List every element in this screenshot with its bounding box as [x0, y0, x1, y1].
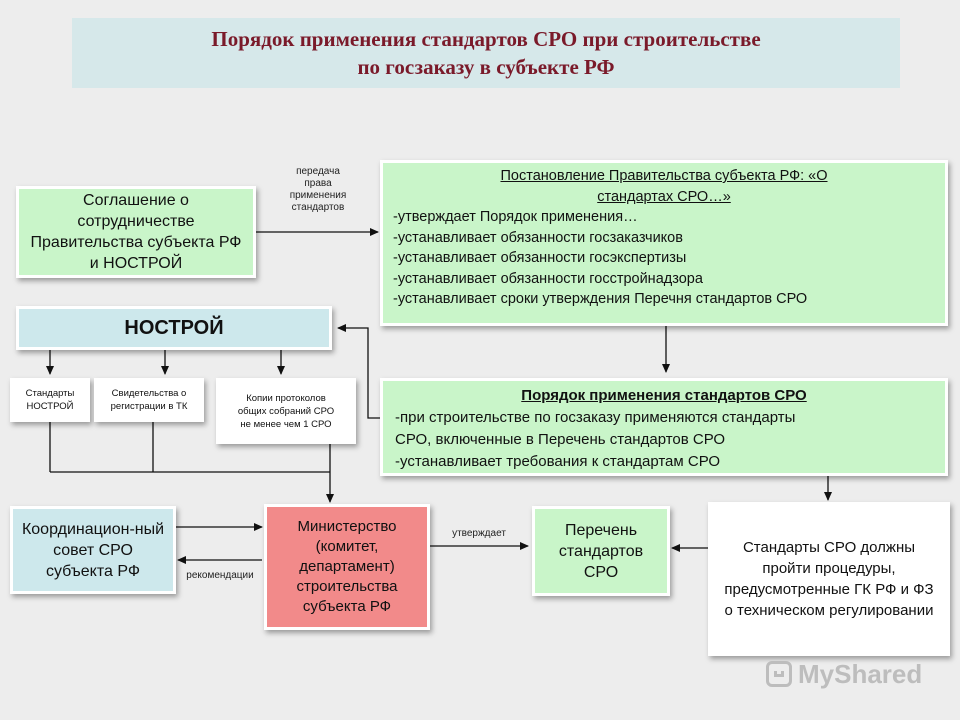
- resolution-item-1: -утверждает Порядок применения…: [393, 209, 638, 225]
- protocols-line-2: общих собраний СРО: [237, 405, 335, 417]
- certificates-line-1: Свидетельства о: [111, 388, 187, 399]
- procedures-required-box: Стандарты СРО должны пройти процедуры, п…: [708, 502, 950, 656]
- protocols-line-3: не менее чем 1 СРО: [240, 418, 332, 430]
- protocols-box: Копии протоколов общих собраний СРО не м…: [216, 378, 356, 444]
- standards-line-2: НОСТРОЙ: [26, 401, 74, 412]
- transfer-note-line-4: стандартов: [291, 202, 345, 213]
- watermark-logo: MyShared: [766, 656, 922, 692]
- transfer-note-line-1: передача: [296, 166, 340, 177]
- resolution-item-5: -устанавливает сроки утверждения Перечня…: [393, 291, 808, 307]
- recommendations-note: рекомендации: [176, 570, 264, 582]
- procedure-item-1: -при строительстве по госзаказу применяю…: [395, 409, 796, 426]
- transfer-note-line-2: права: [304, 178, 332, 189]
- council-box: Координацион-ный совет СРО субъекта РФ: [10, 506, 176, 594]
- resolution-box: Постановление Правительства субъекта РФ:…: [380, 160, 948, 326]
- title-line-2: по госзаказу в субъекте РФ: [357, 55, 615, 79]
- procedure-heading: Порядок применения стандартов СРО: [521, 387, 807, 404]
- protocols-line-1: Копии протоколов: [246, 392, 326, 404]
- myshared-logo-icon: [766, 661, 792, 687]
- watermark-text: MyShared: [798, 658, 923, 689]
- resolution-item-2: -устанавливает обязанности госзаказчиков: [393, 229, 683, 246]
- ministry-text: Министерство (комитет, департамент) стро…: [296, 518, 398, 615]
- ministry-box: Министерство (комитет, департамент) стро…: [264, 504, 430, 630]
- arrow-procedure-to-nostroy: [337, 324, 380, 419]
- transfer-note-line-3: применения: [289, 190, 347, 201]
- resolution-heading-2: стандартах СРО…»: [597, 188, 731, 205]
- agreement-text: Соглашение о сотрудничестве Правительств…: [30, 192, 242, 272]
- approves-text: утверждает: [452, 528, 506, 539]
- transfer-note: передача права применения стандартов: [274, 166, 362, 214]
- procedure-box: Порядок применения стандартов СРО -при с…: [380, 378, 948, 476]
- approves-note: утверждает: [434, 528, 524, 540]
- procedures-required-text: Стандарты СРО должны пройти процедуры, п…: [724, 539, 934, 619]
- resolution-item-4: -устанавливает обязанности госстройнадзо…: [393, 270, 703, 287]
- standards-line-1: Стандарты: [25, 388, 75, 399]
- resolution-item-3: -устанавливает обязанности госэкспертизы: [393, 250, 687, 266]
- certificates-line-2: регистрации в ТК: [110, 401, 188, 412]
- nostroy-label: НОСТРОЙ: [124, 316, 224, 339]
- nostroy-box: НОСТРОЙ: [16, 306, 332, 350]
- procedure-item-3: -устанавливает требования к стандартам С…: [395, 453, 721, 470]
- standards-list-box: Перечень стандартов СРО: [532, 506, 670, 596]
- title-line-1: Порядок применения стандартов СРО при ст…: [211, 27, 761, 51]
- page-title: Порядок применения стандартов СРО при ст…: [72, 18, 900, 88]
- standards-list-text: Перечень стандартов СРО: [558, 521, 644, 581]
- agreement-box: Соглашение о сотрудничестве Правительств…: [16, 186, 256, 278]
- standards-nostroy-box: Стандарты НОСТРОЙ: [10, 378, 90, 422]
- certificates-box: Свидетельства о регистрации в ТК: [94, 378, 204, 422]
- council-text: Координацион-ный совет СРО субъекта РФ: [21, 520, 165, 580]
- recommendations-text: рекомендации: [186, 570, 254, 581]
- procedure-item-2: СРО, включенные в Перечень стандартов СР…: [395, 431, 726, 448]
- resolution-heading-1: Постановление Правительства субъекта РФ:…: [500, 168, 828, 184]
